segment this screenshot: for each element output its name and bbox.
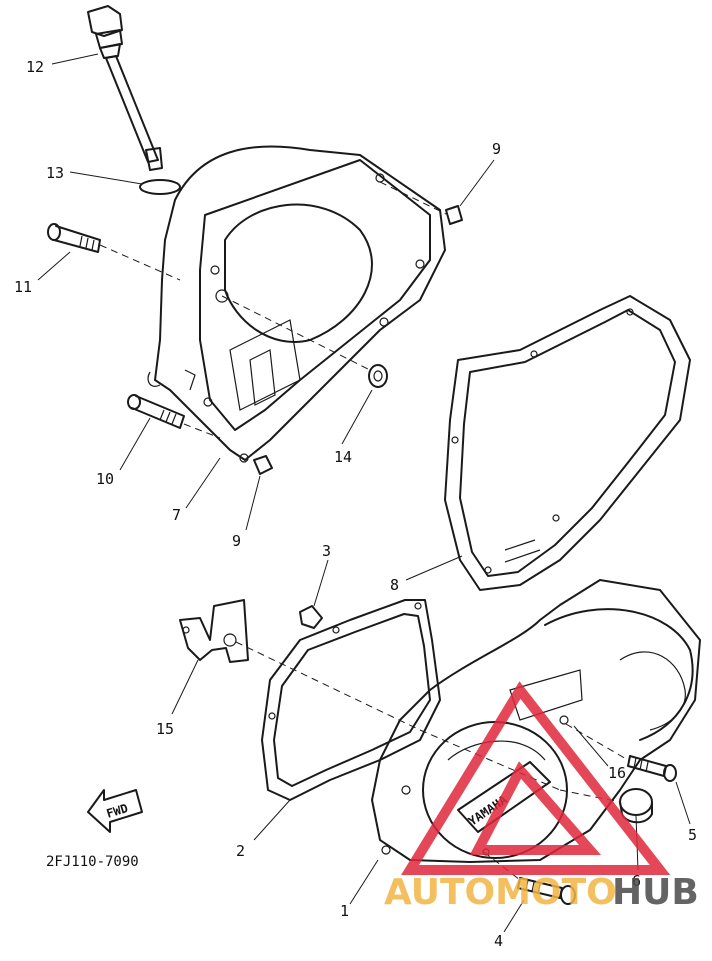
leader-lines	[37, 53, 691, 933]
watermark-logo: AUTOMOTO HUB	[384, 681, 699, 913]
assembly-guide-lines	[99, 181, 629, 881]
part-label-7: 7	[172, 506, 181, 524]
crankcase-cover-1-part: YAMAHA	[371, 579, 701, 863]
watermark-text-secondary: HUB	[612, 872, 699, 913]
part-label-5: 5	[688, 826, 697, 844]
part-label-3: 3	[322, 542, 331, 560]
bolt-part-10	[127, 394, 185, 429]
part-label-9-upper: 9	[492, 140, 501, 158]
oil-seal-part	[368, 364, 388, 388]
part-label-11: 11	[14, 278, 32, 296]
bolt-part-11	[47, 223, 101, 253]
part-label-14: 14	[334, 448, 352, 466]
watermark-triangle-inner-icon	[469, 761, 602, 855]
part-label-16: 16	[608, 764, 626, 782]
fwd-arrow-icon: FWD	[87, 789, 143, 833]
dipstick-part	[87, 5, 163, 171]
dowel-pin-lower	[253, 455, 273, 475]
bolt-part-5	[627, 755, 677, 782]
watermark-text-primary: AUTOMOTO	[384, 872, 617, 913]
part-label-12: 12	[26, 58, 44, 76]
bracket-part-15	[179, 599, 249, 663]
dowel-pin-upper	[445, 205, 463, 225]
part-label-4: 4	[494, 932, 503, 950]
crankcase-cover-part	[147, 145, 446, 463]
watermark-triangle-icon	[401, 681, 671, 875]
part-label-13: 13	[46, 164, 64, 182]
part-label-6: 6	[632, 872, 641, 890]
fwd-label: FWD	[105, 801, 130, 821]
pin-part-3	[299, 605, 323, 629]
gasket-part-2	[261, 599, 441, 801]
part-label-1: 1	[340, 902, 349, 920]
o-ring-part	[139, 179, 181, 195]
part-label-9-lower: 9	[232, 532, 241, 550]
bolt-part-4	[517, 877, 576, 905]
part-label-8: 8	[390, 576, 399, 594]
part-label-10: 10	[96, 470, 114, 488]
part-label-2: 2	[236, 842, 245, 860]
part-label-15: 15	[156, 720, 174, 738]
drawing-code: 2FJ110-7090	[46, 854, 139, 870]
gasket-part-8	[444, 295, 691, 591]
part-number-labels: 12 13 11 9 14 10 7 9 8 3 15 16 2 5 6 1 4	[14, 58, 697, 950]
